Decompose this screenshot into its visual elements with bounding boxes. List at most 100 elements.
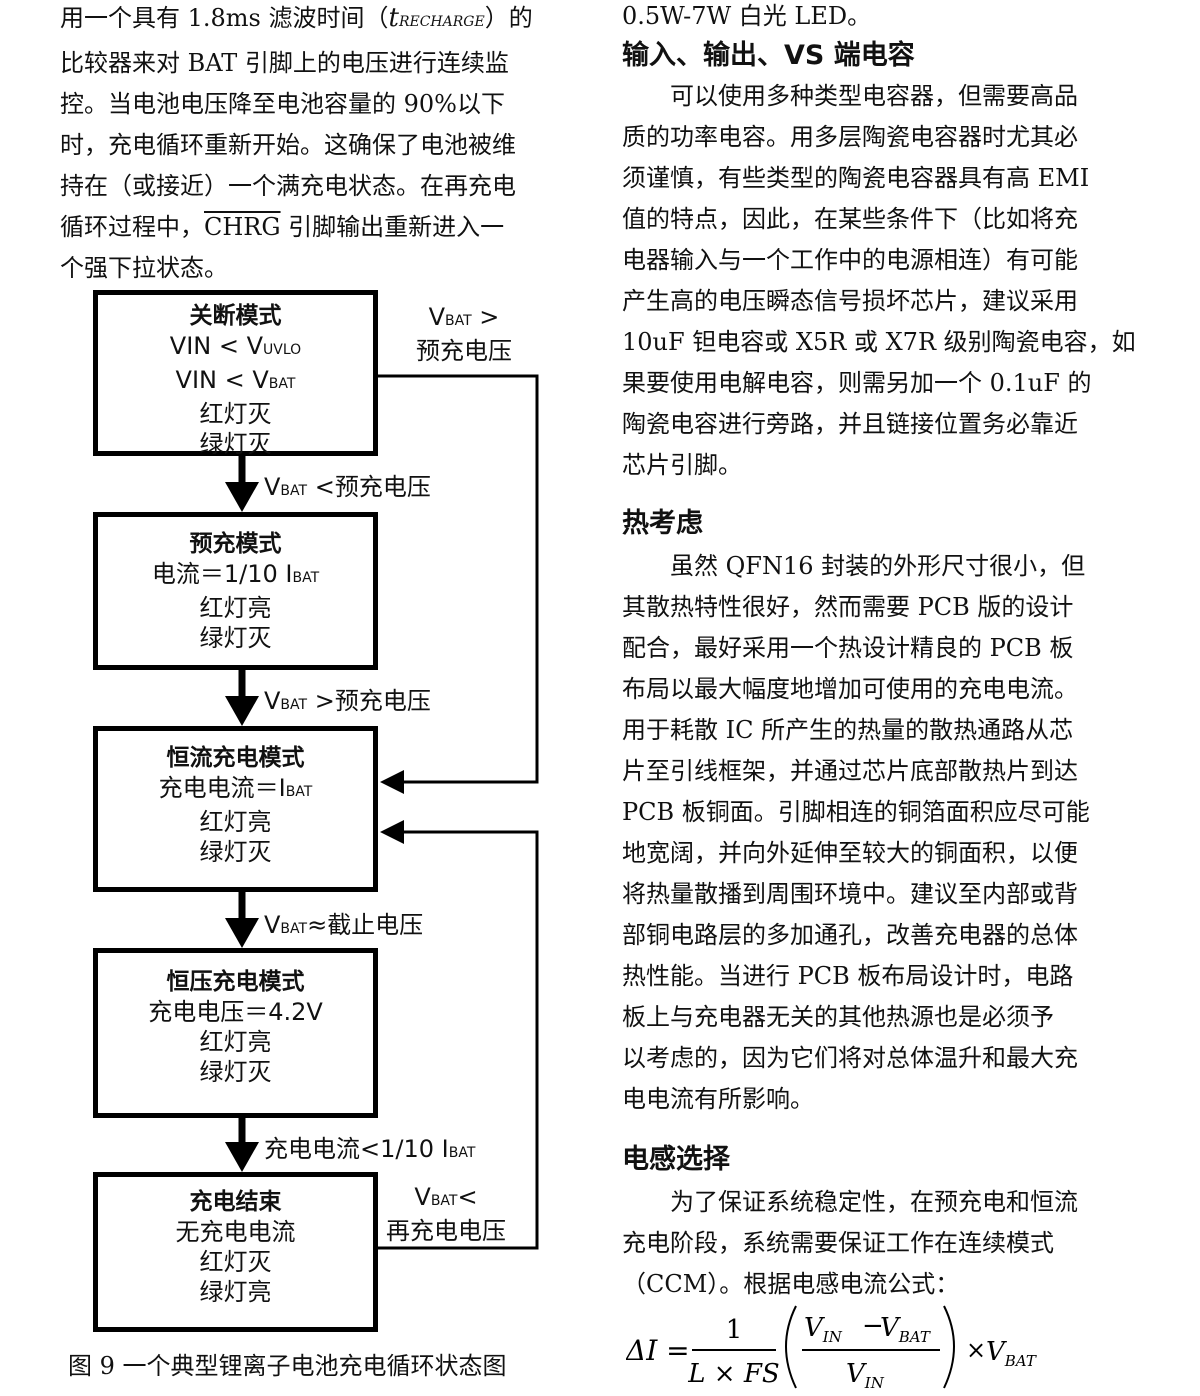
transition-label: VBAT >预充电压 (264, 687, 431, 715)
state-current: 充电电流＝IBAT (158, 774, 313, 802)
state-title: 预充模式 (189, 531, 282, 557)
formula-vin-den: VIN (846, 1359, 885, 1392)
text-line: 热性能。当进行 PCB 板布局设计时，电路 (622, 962, 1074, 990)
state-current: 电流＝1/10 IBAT (151, 560, 320, 588)
text-line: 须谨慎，有些类型的陶瓷电容器具有高 EMI (622, 164, 1090, 192)
text-line: 质的功率电容。用多层陶瓷电容器时尤其必 (622, 123, 1078, 151)
text-line: PCB 板铜面。引脚相连的铜箔面积应尽可能 (622, 798, 1090, 826)
section-title-inductor: 电感选择 (622, 1144, 730, 1175)
formula-times: × (966, 1336, 986, 1364)
state-title: 关断模式 (189, 303, 282, 329)
formula-lhs: ΔI = (626, 1334, 690, 1367)
green-led-status: 绿灯灭 (199, 1058, 272, 1086)
capacitor-paragraph: 可以使用多种类型电容器，但需要高品 质的功率电容。用多层陶瓷电容器时尤其必 须谨… (622, 76, 1136, 486)
text-line: 为了保证系统稳定性，在预充电和恒流 (670, 1188, 1078, 1216)
state-title: 充电结束 (189, 1189, 282, 1215)
formula-numerator: 1 (726, 1315, 743, 1345)
text-line: 将热量散播到周围环境中。建议至内部或背 (622, 880, 1078, 908)
state-current: 无充电电流 (175, 1218, 296, 1246)
text-line: 控。当电池电压降至电池容量的 90%以下 (60, 90, 505, 118)
text-line: 虽然 QFN16 封装的外形尺寸很小，但 (670, 552, 1086, 580)
text-line: 个强下拉状态。 (60, 254, 228, 282)
figure-caption: 图 9 一个典型锂离子电池充电循环状态图 (68, 1352, 507, 1380)
text-line: 10uF 钽电容或 X5R 或 X7R 级别陶瓷电容，如 (622, 328, 1136, 356)
state-box-charge-done: 充电结束 无充电电流 红灯灭 绿灯亮 (93, 1172, 378, 1332)
text-line: 部铜电路层的多加通孔，改善充电器的总体 (622, 921, 1078, 949)
formula-vbat: VBAT (880, 1313, 931, 1346)
state-box-shutdown: 关断模式 VIN < VUVLO VIN < VBAT 红灯灭 绿灯灭 (93, 290, 378, 458)
t-recharge-symbol: tRECHARGE (388, 3, 485, 33)
loop-label-bottom: VBAT< 再充电电压 (386, 1182, 506, 1246)
red-led-status: 红灯亮 (199, 1028, 272, 1056)
state-title: 恒流充电模式 (166, 745, 305, 771)
text-line: 值的特点，因此，在某些条件下（比如将充 (622, 205, 1078, 233)
text-line: 比较器来对 BAT 引脚上的电压进行连续监 (60, 49, 509, 77)
text-line: 产生高的电压瞬态信号损坏芯片，建议采用 (622, 287, 1078, 315)
right-column: 0.5W-7W 白光 LED。 输入、输出、VS 端电容 可以使用多种类型电容器… (622, 0, 1136, 1305)
green-led-status: 绿灯亮 (199, 1278, 272, 1306)
green-led-status: 绿灯灭 (199, 838, 272, 866)
loop-label-top: VBAT > 预充电压 (416, 303, 512, 365)
left-paren (785, 1305, 797, 1389)
red-led-status: 红灯亮 (199, 808, 272, 836)
text-line: 持在（或接近）一个满充电状态。在再充电 (60, 172, 516, 200)
right-paren (943, 1305, 955, 1389)
arrow-down-3 (225, 892, 259, 948)
arrow-down-1 (225, 452, 259, 512)
side-loop-top (378, 374, 539, 794)
text-line: 时，充电循环重新开始。这确保了电池被维 (60, 131, 516, 159)
top-line: 0.5W-7W 白光 LED。 (622, 2, 872, 30)
green-led-status: 绿灯灭 (199, 624, 272, 652)
formula-vbat-end: VBAT (986, 1337, 1037, 1370)
red-led-status: 红灯亮 (199, 594, 272, 622)
formula-minus: − (862, 1311, 884, 1341)
recharge-paragraph: 用一个具有 1.8ms 滤波时间（tRECHARGE）的 比较器来对 BAT 引… (60, 0, 572, 289)
green-led-status: 绿灯灭 (199, 430, 272, 458)
text-line: 芯片引脚。 (622, 451, 742, 479)
inductor-paragraph: 为了保证系统稳定性，在预充电和恒流 充电阶段，系统需要保证工作在连续模式 （CC… (622, 1182, 1134, 1305)
state-box-constant-current: 恒流充电模式 充电电流＝IBAT 红灯亮 绿灯灭 (93, 726, 378, 892)
state-box-precharge: 预充模式 电流＝1/10 IBAT 红灯亮 绿灯灭 (93, 512, 378, 670)
formula-denominator: L × FS (687, 1359, 779, 1389)
text-line: 配合，最好采用一个热设计精良的 PCB 板 (622, 634, 1074, 662)
transition-label: VBAT <预充电压 (264, 473, 431, 501)
red-led-status: 红灯灭 (199, 400, 272, 428)
state-voltage: 充电电压＝4.2V (148, 998, 323, 1026)
text-line: 用于耗散 IC 所产生的热量的散热通路从芯 (622, 716, 1074, 744)
text-line: 用一个具有 1.8ms 滤波时间（tRECHARGE）的 (60, 3, 533, 33)
text-line: 板上与充电器无关的其他热源也是必须予 (622, 1003, 1054, 1031)
left-column: 用一个具有 1.8ms 滤波时间（tRECHARGE）的 比较器来对 BAT 引… (60, 0, 572, 289)
text-line: 片至引线框架，并通过芯片底部散热片到达 (622, 757, 1078, 785)
arrow-down-2 (225, 670, 259, 726)
inductor-current-formula: ΔI = 1 L × FS VIN − VBAT VIN × VBAT (625, 1300, 1046, 1392)
thermal-paragraph: 虽然 QFN16 封装的外形尺寸很小，但 其散热特性很好，然而需要 PCB 版的… (622, 546, 1134, 1120)
state-condition: VIN < VBAT (175, 366, 296, 394)
section-title-capacitor: 输入、输出、VS 端电容 (622, 40, 915, 71)
state-box-constant-voltage: 恒压充电模式 充电电压＝4.2V 红灯亮 绿灯灭 (93, 948, 378, 1118)
formula-svg: ΔI = 1 L × FS VIN − VBAT VIN × VBAT (625, 1305, 1037, 1392)
transition-label: 充电电流<1/10 IBAT (264, 1135, 476, 1163)
diagram-arrows (225, 374, 539, 1250)
text-line: 其散热特性很好，然而需要 PCB 版的设计 (622, 593, 1074, 621)
text-line: 以考虑的，因为它们将对总体温升和最大充 (622, 1044, 1078, 1072)
arrow-down-4 (225, 1118, 259, 1172)
formula-vin: VIN (804, 1313, 843, 1346)
text-line: 布局以最大幅度地增加可使用的充电电流。 (622, 675, 1078, 703)
text-line: 电电流有所影响。 (622, 1085, 814, 1113)
section-title-thermal: 热考虑 (622, 508, 703, 539)
text-line: 可以使用多种类型电容器，但需要高品 (670, 82, 1078, 110)
text-line: （CCM）。根据电感电流公式： (622, 1270, 960, 1298)
text-line: 电器输入与一个工作中的电源相连）有可能 (622, 246, 1078, 274)
chrg-pin-label: CHRG (204, 213, 281, 241)
text-line: 陶瓷电容进行旁路，并且链接位置务必靠近 (622, 410, 1078, 438)
state-condition: VIN < VUVLO (169, 332, 302, 360)
text-line: 充电阶段，系统需要保证工作在连续模式 (622, 1229, 1054, 1257)
transition-label: VBAT≈截止电压 (264, 911, 424, 939)
text-line: 地宽阔，并向外延伸至较大的铜面积，以便 (622, 839, 1078, 867)
red-led-status: 红灯灭 (199, 1248, 272, 1276)
side-loop-bottom (378, 820, 539, 1250)
state-title: 恒压充电模式 (166, 969, 305, 995)
text-line: 果要使用电解电容，则需另加一个 0.1uF 的 (622, 369, 1092, 397)
text-line: 循环过程中，CHRG 引脚输出重新进入一 (60, 213, 505, 241)
charge-cycle-state-diagram: 关断模式 VIN < VUVLO VIN < VBAT 红灯灭 绿灯灭 预充模式… (60, 286, 580, 1356)
